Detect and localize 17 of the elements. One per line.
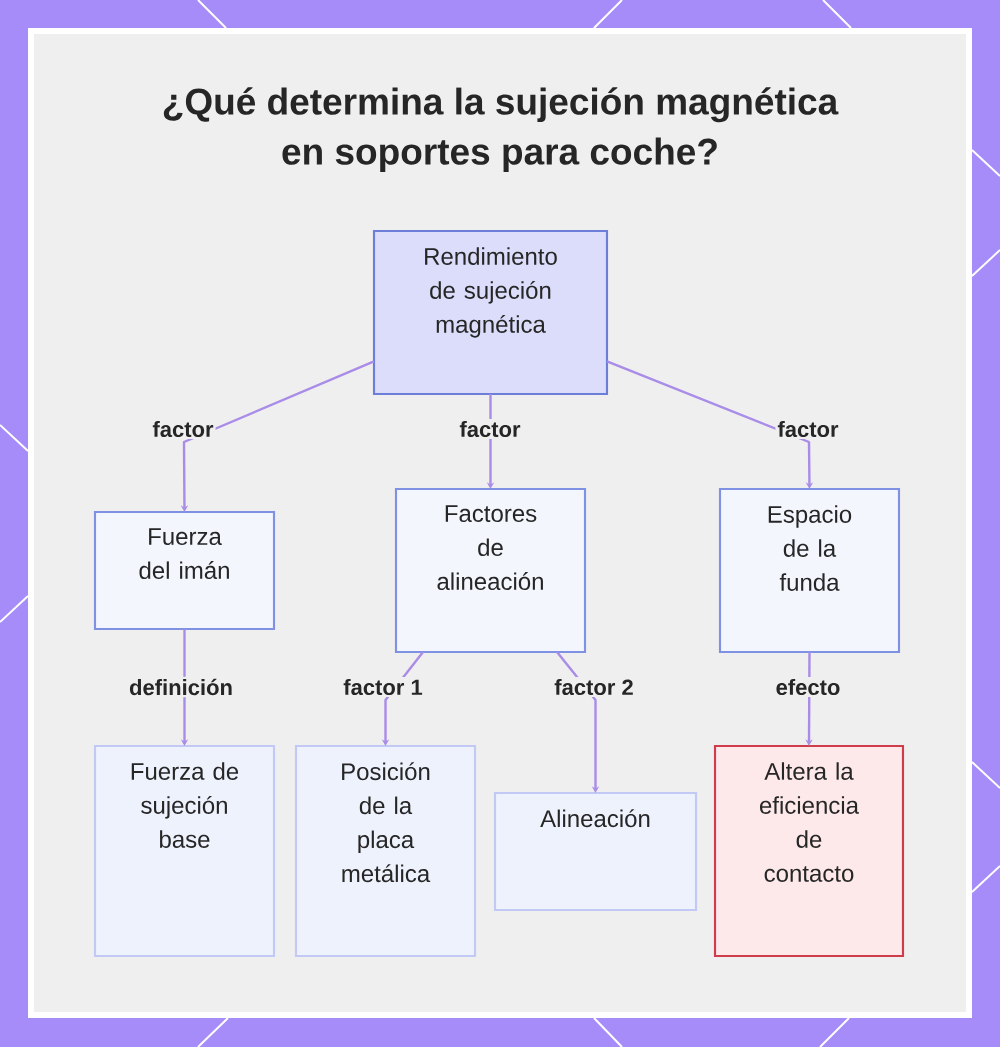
title: ¿Qué determina la sujeción magnética en soportes para coche? — [163, 87, 839, 173]
concept-box: Espacio de la funda — [718, 487, 901, 654]
concept-box: Alineación — [493, 791, 698, 912]
concept-box: Fuerza del imán — [93, 510, 276, 631]
concept-box: Altera la eficiencia de contacto — [713, 744, 905, 958]
edge-label: factor 1 — [341, 676, 425, 698]
concept-box: Posición de la placa metálica — [294, 744, 477, 958]
connector-arrow — [556, 651, 600, 793]
edge-label: definición — [127, 676, 235, 698]
edge-label: factor — [457, 418, 523, 440]
concept-box: Factores de alineación — [394, 487, 587, 654]
connector-arrow — [606, 360, 814, 489]
edge-label: factor 2 — [552, 676, 636, 698]
concept-box: Rendimiento de sujeción magnética — [372, 229, 609, 396]
edge-label: factor — [775, 418, 841, 440]
concept-box: Fuerza de sujeción base — [93, 744, 276, 958]
edge-label: factor — [150, 418, 216, 440]
